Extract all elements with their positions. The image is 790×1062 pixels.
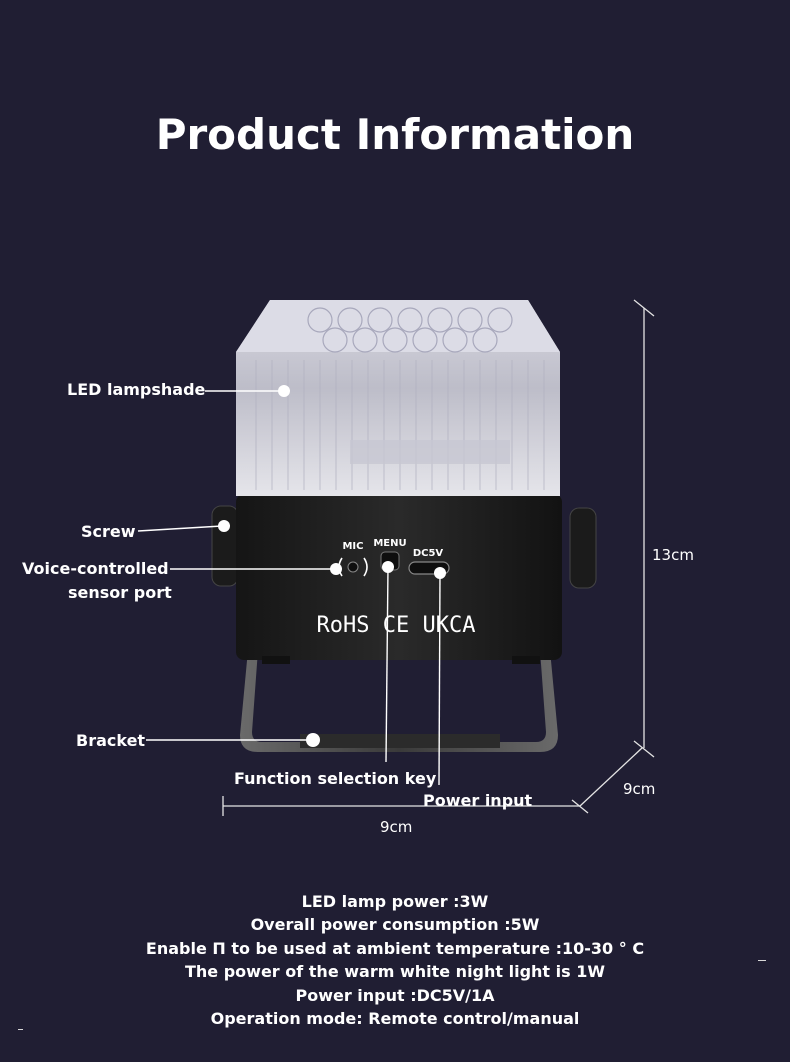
- height-dimension: 13cm: [652, 546, 694, 564]
- corner-mark: [758, 960, 766, 961]
- spec-line: Operation mode: Remote control/manual: [210, 1009, 580, 1029]
- menu-label: MENU: [373, 538, 406, 549]
- width-dimension: 9cm: [380, 818, 413, 836]
- device-body: [236, 494, 562, 664]
- bracket-shape: [240, 650, 558, 752]
- voice-sensor-callout-line1: Voice-controlled: [22, 559, 169, 578]
- dc-label: DC5V: [413, 548, 444, 559]
- spec-line: LED lamp power :3W: [301, 892, 489, 911]
- lampshade-shape: [236, 300, 560, 496]
- lampshade-callout: LED lampshade: [67, 380, 206, 399]
- spec-line: Power input :DC5V/1A: [295, 985, 495, 1005]
- function-key-callout: Function selection key: [234, 769, 437, 788]
- spec-list: LED lamp power :3W Overall power consump…: [0, 890, 790, 1030]
- depth-dimension: 9cm: [623, 780, 656, 798]
- power-input-callout: Power input: [423, 791, 533, 810]
- corner-mark: [18, 1029, 23, 1030]
- spec-line: Overall power consumption :5W: [250, 915, 540, 935]
- spec-line: Enable Π to be used at ambient temperatu…: [145, 938, 645, 958]
- cert-marks: RoHS CE UKCA: [317, 613, 476, 638]
- page-title: Product Information: [155, 110, 635, 159]
- voice-sensor-callout-line2: sensor port: [68, 583, 172, 602]
- mic-label: MIC: [342, 541, 363, 552]
- spec-line: The power of the warm white night light …: [184, 962, 605, 982]
- screw-callout: Screw: [81, 522, 136, 541]
- bracket-callout: Bracket: [76, 731, 146, 750]
